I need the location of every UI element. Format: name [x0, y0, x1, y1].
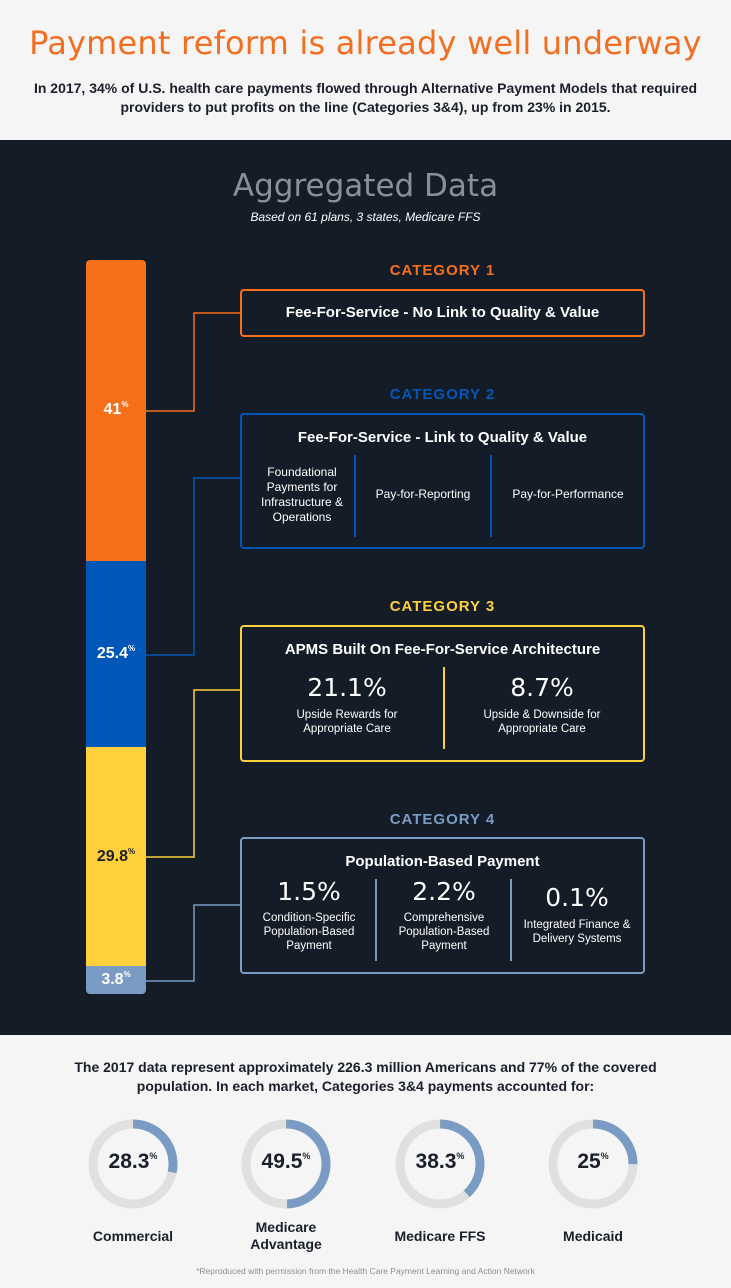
- page-title: Payment reform is already well underway: [29, 24, 702, 62]
- bar-segment-category-4: [86, 966, 146, 994]
- divider: [490, 455, 492, 537]
- category-2-item: Pay-for-Performance: [512, 487, 624, 501]
- bar-segment-category-3: [86, 747, 146, 967]
- category-3-box: APMS Built On Fee-For-Service Architectu…: [240, 625, 645, 762]
- footnote: *Reproduced with permission from the Hea…: [196, 1266, 535, 1276]
- category-3-item: 8.7% Upside & Downside for Appropriate C…: [483, 673, 601, 735]
- category-4-item: 0.1% Integrated Finance & Delivery Syste…: [523, 883, 631, 945]
- donut-value: 49.5%: [261, 1150, 311, 1173]
- donut-arc: [241, 1119, 331, 1209]
- category-2-title: CATEGORY 2: [389, 386, 496, 403]
- donut-value: 38.3%: [415, 1150, 465, 1173]
- donut-value: 25%: [577, 1150, 609, 1173]
- donut-market-label: Medicare FFS: [394, 1228, 486, 1244]
- donut-market-label: Medicaid: [563, 1228, 623, 1244]
- category-2-box: Fee-For-Service - Link to Quality & Valu…: [240, 413, 645, 549]
- bar-segment-label: 41%: [103, 400, 129, 419]
- aggregated-subtitle: Based on 61 plans, 3 states, Medicare FF…: [250, 210, 481, 224]
- market-summary-text: The 2017 data represent approximately 22…: [74, 1059, 657, 1094]
- donut-arc: [88, 1119, 178, 1209]
- donut-value: 28.3%: [108, 1150, 158, 1173]
- aggregated-title: Aggregated Data: [232, 168, 499, 204]
- category-4-box: Population-Based Payment 1.5% Condition-…: [240, 837, 645, 974]
- bar-segment-category-1: [86, 260, 146, 561]
- bar-segment-label: 3.8%: [101, 970, 131, 989]
- header: Payment reform is already well underway …: [0, 0, 731, 140]
- stacked-bar: [86, 260, 146, 994]
- divider: [354, 455, 356, 537]
- bar-segment-label: 25.4%: [96, 644, 136, 663]
- category-1-title: CATEGORY 1: [389, 262, 496, 279]
- intro-text: In 2017, 34% of U.S. health care payment…: [33, 80, 698, 115]
- category-2-item: Pay-for-Reporting: [375, 487, 471, 501]
- category-3-box-title: APMS Built On Fee-For-Service Architectu…: [284, 641, 601, 658]
- bar-segment-category-2: [86, 560, 146, 748]
- category-3-item: 21.1% Upside Rewards for Appropriate Car…: [296, 673, 398, 735]
- category-4-item: 1.5% Condition-Specific Population-Based…: [262, 877, 356, 952]
- category-2-item: Foundational Payments for Infrastructure…: [260, 465, 344, 524]
- divider: [375, 879, 377, 961]
- category-1-box: Fee-For-Service - No Link to Quality & V…: [240, 289, 645, 337]
- connector-cat4: [146, 904, 240, 982]
- donut-chart-commercial: [88, 1119, 178, 1209]
- donut-chart-medicare-ffs: [395, 1119, 485, 1209]
- category-2-box-title: Fee-For-Service - Link to Quality & Valu…: [297, 429, 588, 446]
- category-4-item: 2.2% Comprehensive Population-Based Paym…: [398, 877, 490, 952]
- connector-cat2: [146, 477, 240, 656]
- category-3-title: CATEGORY 3: [389, 598, 496, 615]
- connector-cat1: [146, 312, 240, 412]
- donut-market-label: Commercial: [92, 1228, 174, 1244]
- category-4-box-title: Population-Based Payment: [345, 853, 540, 870]
- bar-segment-label: 29.8%: [96, 846, 136, 865]
- donut-arc: [548, 1119, 638, 1209]
- divider: [443, 667, 445, 749]
- donut-chart-medicaid: [548, 1119, 638, 1209]
- divider: [510, 879, 512, 961]
- donut-chart-medicare-advantage: [241, 1119, 331, 1209]
- connector-cat3: [146, 689, 240, 858]
- donut-arc: [395, 1119, 485, 1209]
- category-4-title: CATEGORY 4: [389, 811, 496, 828]
- category-1-box-title: Fee-For-Service - No Link to Quality & V…: [285, 304, 600, 321]
- donut-market-label: Medicare Advantage: [250, 1219, 322, 1252]
